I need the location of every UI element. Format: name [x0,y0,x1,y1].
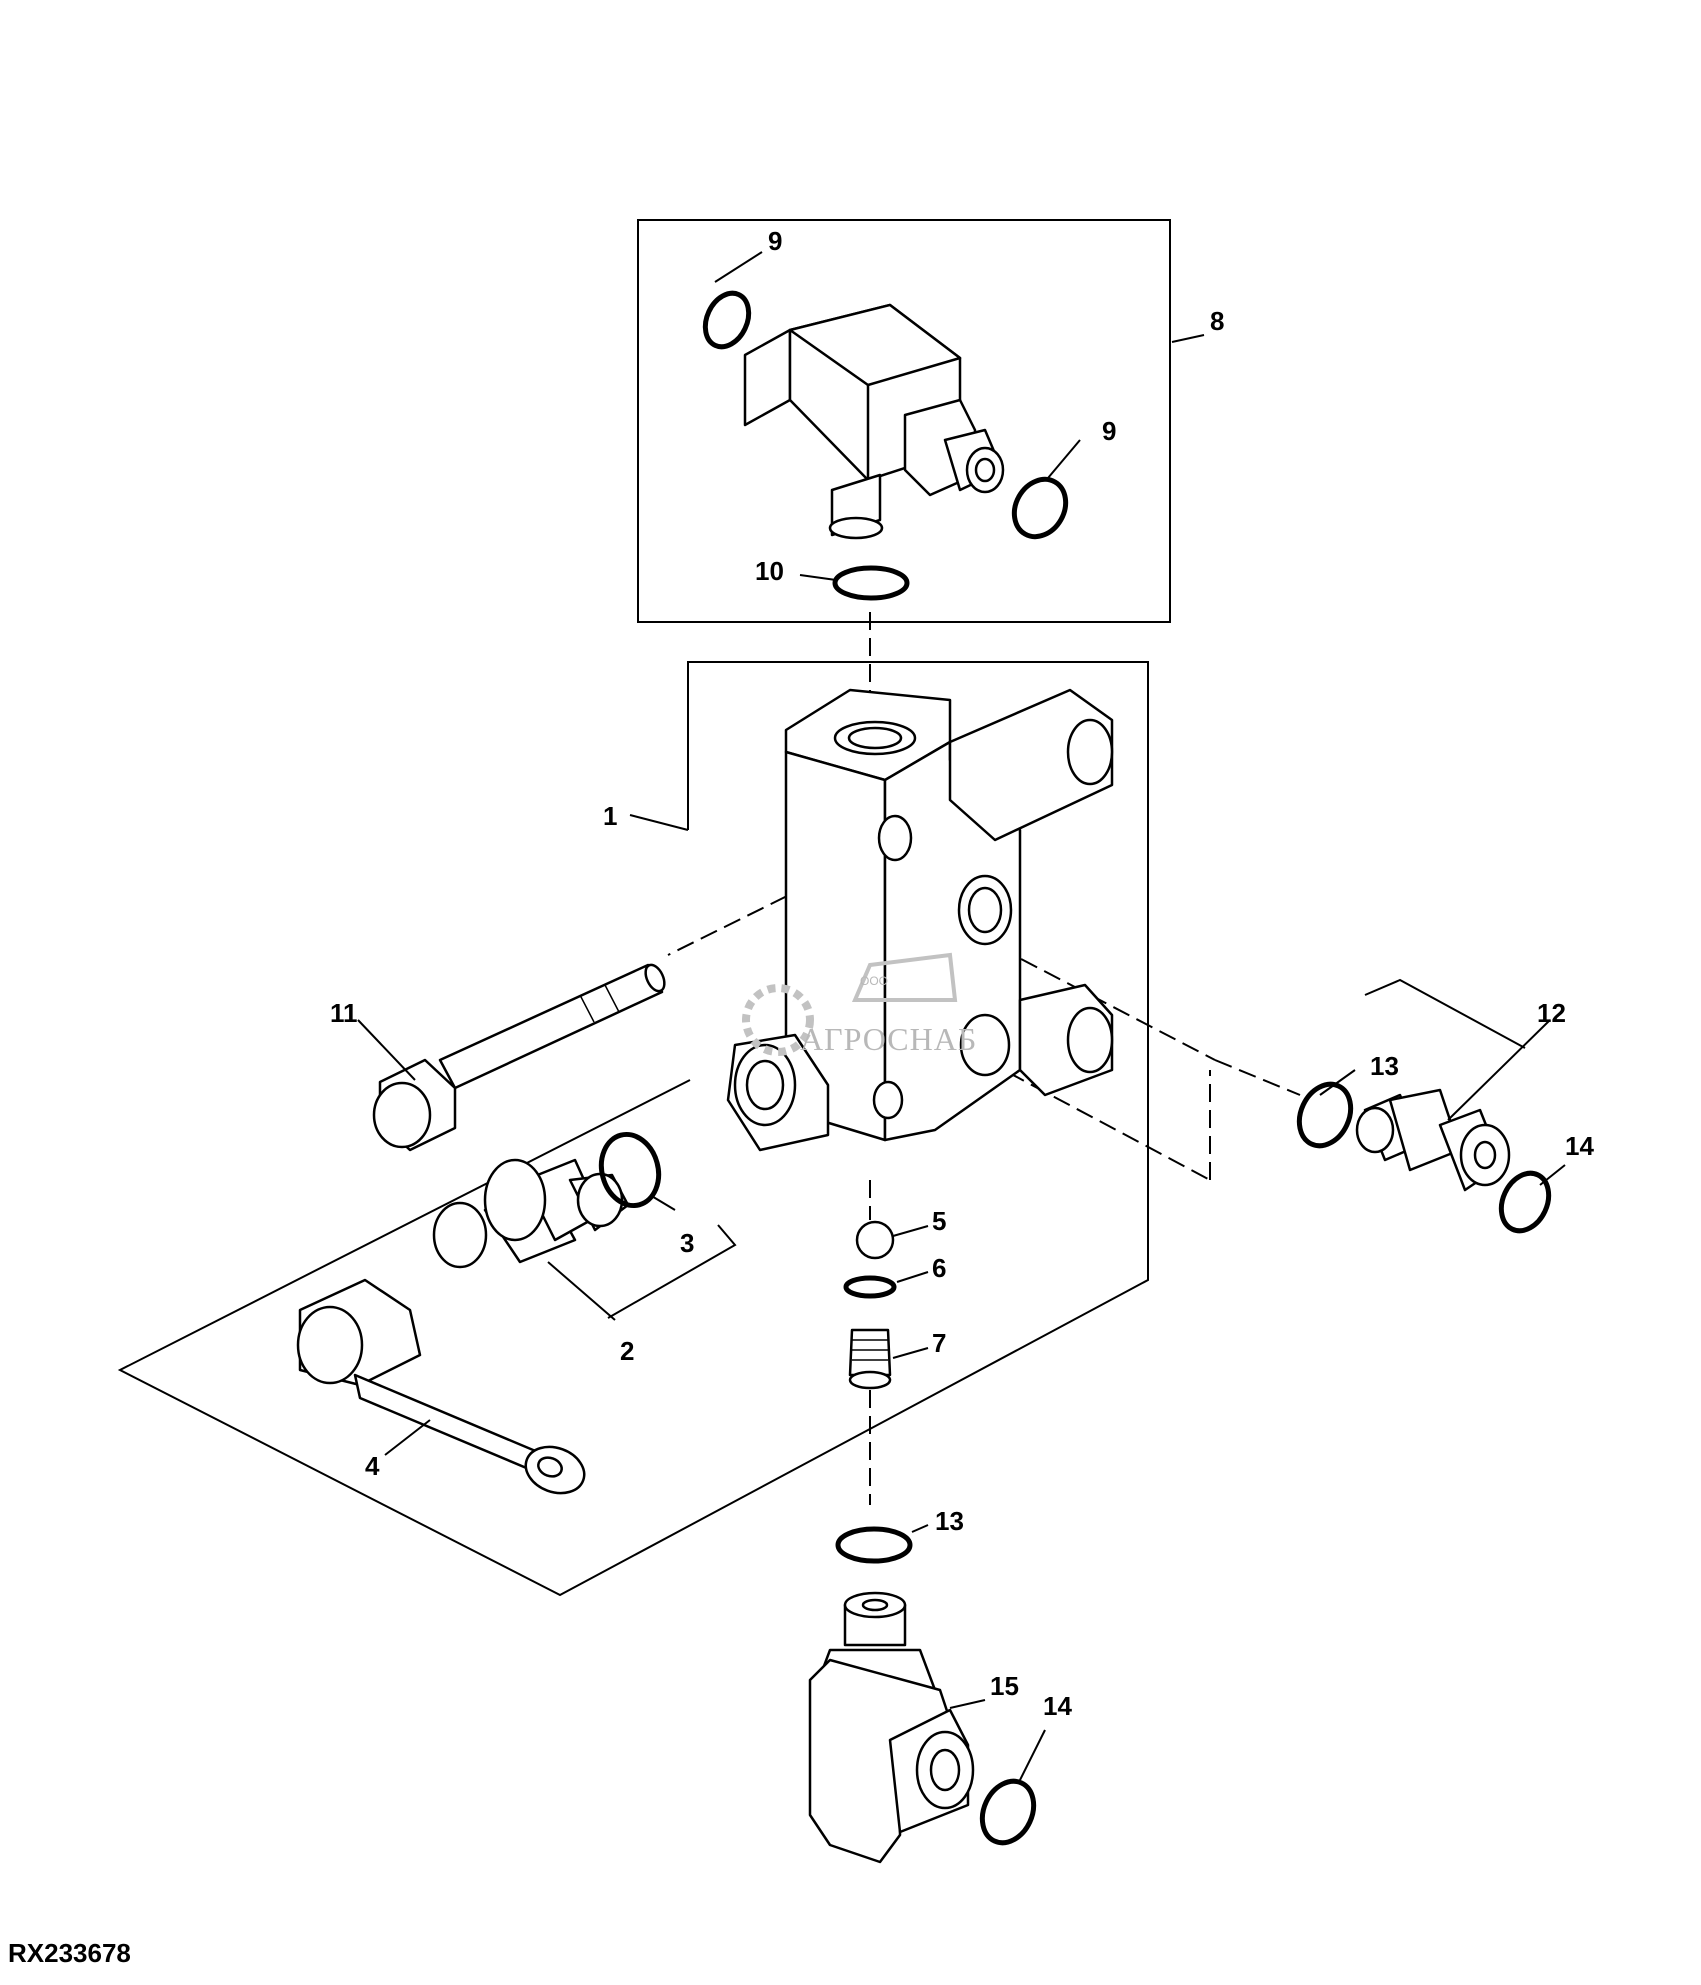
callout-4: 4 [365,1451,380,1481]
group-bracket-12 [1364,978,1526,1049]
part-14-o-ring-bottom [979,1778,1037,1846]
group-frame-1 [117,661,1149,1597]
callout-10: 10 [755,556,784,586]
callout-3: 3 [680,1228,694,1258]
callout-9-right: 9 [1102,416,1116,446]
callout-13-bottom: 13 [935,1506,964,1536]
callout-2: 2 [620,1336,634,1366]
callout-15: 15 [990,1671,1019,1701]
callout-13-right: 13 [1370,1051,1399,1081]
part-3-o-ring [598,1131,662,1209]
part-5-ball [855,1220,895,1260]
part-13-o-ring-right [1296,1081,1354,1149]
watermark-prefix: ООО [860,974,888,988]
callout-7: 7 [932,1328,946,1358]
part-2-coupler [432,1158,630,1269]
part-15-elbow [808,1591,975,1864]
callout-14-bottom: 14 [1043,1691,1072,1721]
part-8-elbow-fitting [702,290,1069,601]
part-4-dust-cap [296,1278,586,1495]
part-7-spring-plug [848,1328,892,1390]
callout-8: 8 [1210,306,1224,336]
part-6-o-ring [843,1275,897,1299]
callout-5: 5 [932,1206,946,1236]
part-14-o-ring-right [1498,1170,1552,1234]
watermark-logo: ООО АГРОСНАБ [742,952,977,1057]
leader-lines [357,251,1566,1781]
part-13-o-ring-bottom [835,1526,913,1564]
callout-11: 11 [330,998,358,1028]
callout-1: 1 [603,801,617,831]
callouts: 1 2 3 4 5 6 7 8 9 9 10 11 12 13 13 14 14… [330,226,1594,1721]
watermark-brand: АГРОСНАБ [800,1021,977,1057]
callout-6: 6 [932,1253,946,1283]
part-1-valve-block [726,688,1114,1152]
part-11-bolt [372,963,666,1152]
callout-12: 12 [1537,998,1566,1028]
part-12-coupler [1355,1088,1511,1192]
callout-14-right: 14 [1565,1131,1594,1161]
figure-id: RX233678 [8,1938,131,1968]
group-bracket-2-3 [607,1224,737,1319]
callout-9-top: 9 [768,226,782,256]
group-frame-8 [637,219,1171,623]
